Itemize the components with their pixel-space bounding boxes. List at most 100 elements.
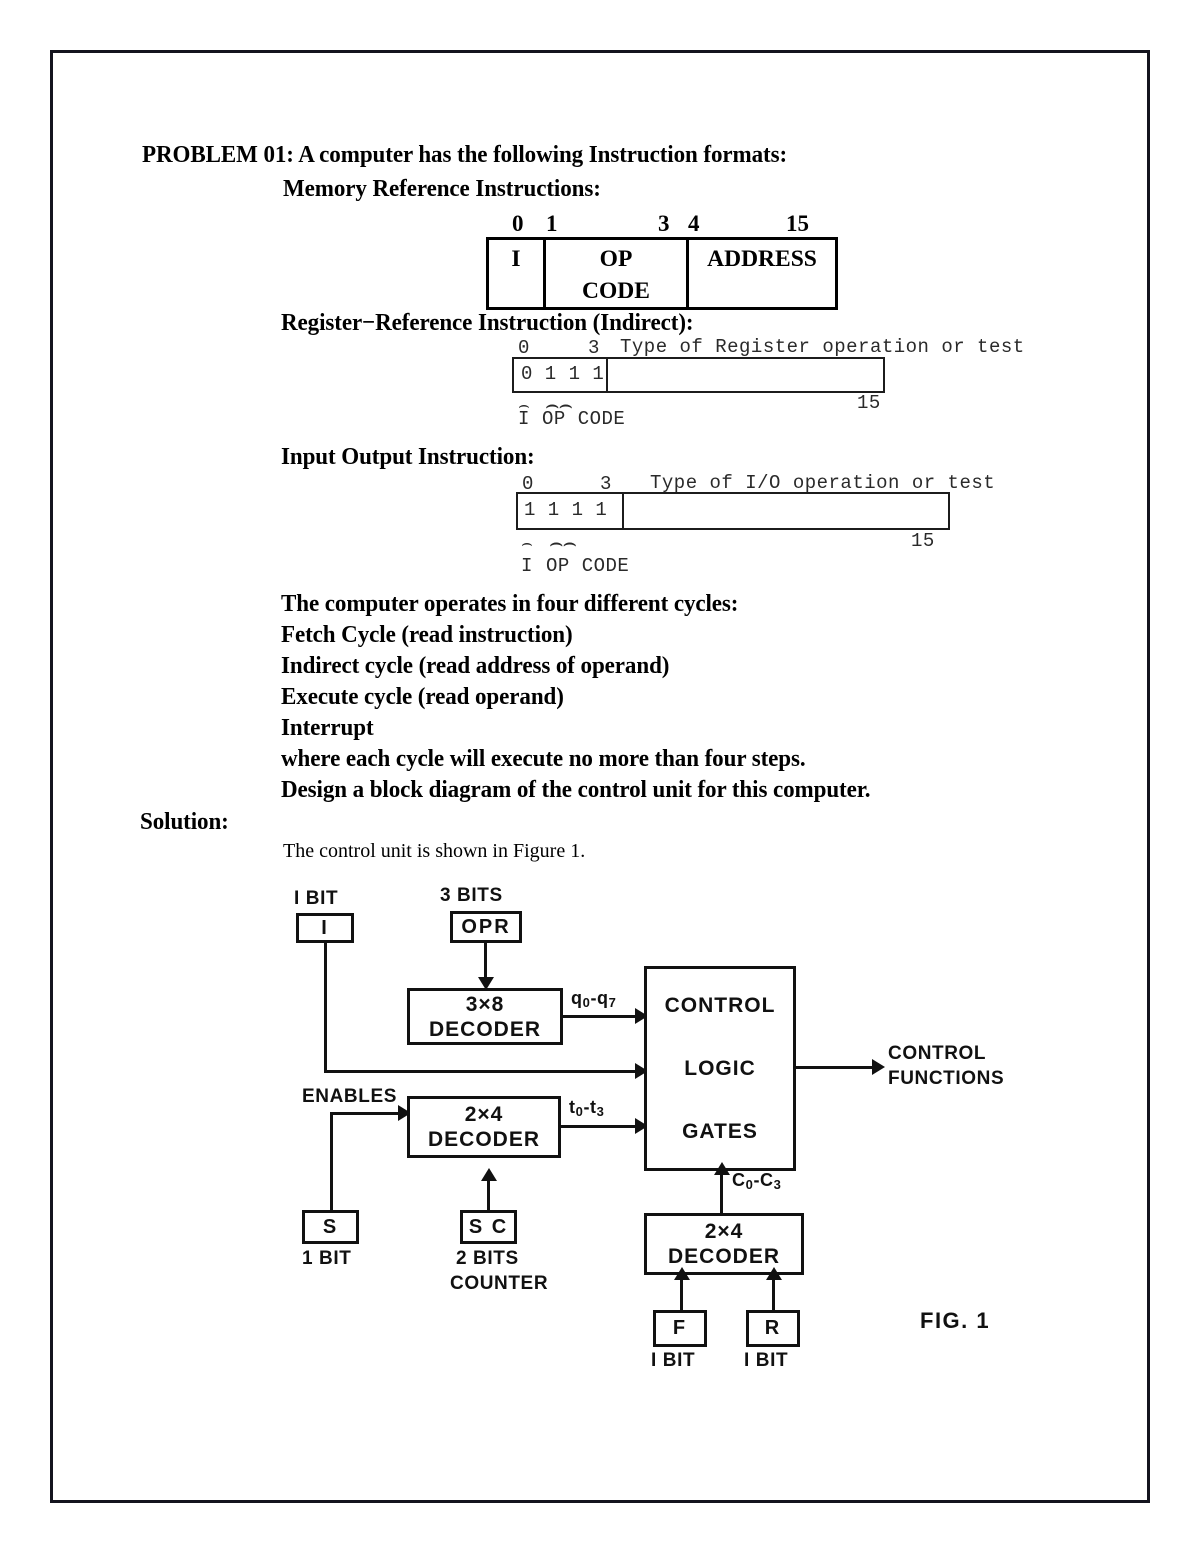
r-to-decoder-arrow-icon (766, 1267, 782, 1280)
mri-tick-1: 1 (546, 211, 558, 236)
mri-tick-3: 3 (658, 211, 670, 236)
c-bus-label: C0-C3 (732, 1170, 782, 1192)
rri-brace-opcode-icon: ⌢⌢ (545, 394, 573, 419)
mri-field-i-label: I (511, 246, 521, 272)
sc-to-decoder-wire (487, 1180, 490, 1213)
rri-tick-3: 3 (588, 337, 600, 359)
t-bus-sub-0: 0 (575, 1104, 584, 1119)
f-bits-label: I BIT (651, 1350, 696, 1371)
q-bus-base: q (571, 988, 583, 1008)
i-register-bits-label: I BIT (294, 888, 339, 909)
cycles-line-5: Interrupt (281, 714, 374, 741)
c-bus-arrow-icon (714, 1162, 730, 1175)
solution-label: Solution: (140, 808, 229, 835)
s-register-label: S (322, 1215, 339, 1238)
ioi-legend-opcode: OP CODE (546, 555, 630, 577)
decoder-2x4-left-label-1: 2×4 (464, 1103, 504, 1126)
cycles-line-4: Execute cycle (read operand) (281, 683, 564, 710)
q-bus-mid: -q (590, 988, 609, 1008)
i-register-wire-down (324, 943, 327, 1073)
control-functions-label-1: CONTROL (888, 1043, 987, 1064)
sc-register-block: S C (460, 1210, 517, 1244)
cycles-line-2: Fetch Cycle (read instruction) (281, 621, 573, 648)
control-logic-label-3: GATES (682, 1120, 758, 1143)
s-register-block: S (302, 1210, 359, 1244)
ioi-legend-i: I (521, 555, 533, 577)
decoder-2x4-left-block: 2×4 DECODER (407, 1096, 561, 1158)
decoder-2x4-bottom-label-1: 2×4 (704, 1220, 744, 1243)
f-register-block: F (653, 1310, 707, 1347)
mri-field-address: ADDRESS (689, 240, 835, 307)
figure-caption: The control unit is shown in Figure 1. (283, 840, 586, 862)
opr-register-bits-label: 3 BITS (440, 885, 503, 906)
f-to-decoder-arrow-icon (674, 1267, 690, 1280)
control-functions-label-2: FUNCTIONS (888, 1068, 1005, 1089)
opr-to-decoder-wire (484, 943, 487, 981)
page-border (50, 50, 1150, 1503)
c-bus-wire (720, 1171, 723, 1214)
i-register-block: I (296, 913, 354, 943)
decoder-2x4-bottom-block: 2×4 DECODER (644, 1213, 804, 1275)
r-register-label: R (764, 1317, 782, 1339)
problem-heading: PROBLEM 01: A computer has the following… (142, 141, 788, 168)
rri-format-box (512, 357, 885, 393)
decoder-3x8-output-wire (563, 1015, 644, 1018)
cycles-line-3: Indirect cycle (read address of operand) (281, 652, 670, 679)
mri-tick-0: 0 (512, 211, 524, 236)
q-bus-label: q0-q7 (571, 988, 617, 1010)
rri-opcode-bits: 0 1 1 1 (521, 363, 605, 385)
ioi-brace-opcode-icon: ⌢⌢ (549, 532, 577, 557)
mri-field-address-label: ADDRESS (707, 246, 817, 272)
ioi-opcode-bits: 1 1 1 1 (524, 499, 608, 521)
ioi-caption: Type of I/O operation or test (650, 472, 996, 494)
cycles-line-1: The computer operates in four different … (281, 590, 739, 617)
ioi-heading: Input Output Instruction: (281, 443, 535, 470)
sc-bits-label-2: COUNTER (450, 1273, 549, 1294)
ioi-field-divider (622, 492, 624, 530)
s-bits-label: 1 BIT (302, 1248, 352, 1269)
c-bus-sub-0: 0 (745, 1177, 754, 1192)
mri-field-i: I (489, 240, 546, 307)
cycles-line-7: Design a block diagram of the control un… (281, 776, 871, 803)
ioi-tick-15: 15 (911, 530, 935, 552)
s-register-wire-up (330, 1112, 333, 1212)
f-register-label: F (672, 1317, 688, 1339)
decoder-3x8-label-2: DECODER (428, 1017, 541, 1041)
f-to-decoder-wire (680, 1275, 683, 1313)
t-bus-sub-3: 3 (596, 1104, 605, 1119)
r-register-block: R (746, 1310, 800, 1347)
decoder-2x4-left-label-2: DECODER (427, 1128, 540, 1151)
rri-tick-15: 15 (857, 392, 881, 414)
rri-legend-i: I (518, 408, 530, 430)
q-bus-sub-7: 7 (608, 995, 617, 1010)
rri-heading: Register−Reference Instruction (Indirect… (281, 309, 694, 336)
t-bus-base: t (569, 1097, 576, 1117)
control-functions-arrow-icon (872, 1059, 885, 1075)
enables-label: ENABLES (302, 1086, 397, 1107)
r-to-decoder-wire (772, 1275, 775, 1313)
decoder-3x8-block: 3×8 DECODER (407, 988, 563, 1045)
i-register-wire-right (324, 1070, 644, 1073)
opr-register-block: OPR (450, 911, 522, 943)
rri-caption: Type of Register operation or test (620, 336, 1025, 358)
rri-brace-i-icon: ⌢ (518, 397, 530, 417)
ioi-tick-0: 0 (522, 473, 534, 495)
control-functions-wire (796, 1066, 880, 1069)
mri-field-opcode-label-2: CODE (582, 278, 650, 304)
opr-register-label: OPR (461, 915, 511, 938)
i-register-label: I (321, 916, 329, 939)
ioi-brace-i-icon: ⌢ (521, 535, 533, 555)
control-logic-gates-block: CONTROL LOGIC GATES (644, 966, 796, 1171)
control-logic-label-2: LOGIC (684, 1057, 756, 1080)
mri-bit-ticks: 0 1 3 4 15 (486, 211, 838, 237)
mri-tick-4: 4 (688, 211, 700, 236)
opr-to-decoder-arrow-icon (478, 977, 494, 990)
decoder-3x8-label-1: 3×8 (465, 992, 505, 1016)
ioi-tick-3: 3 (600, 473, 612, 495)
t-bus-label: t0-t3 (569, 1097, 605, 1119)
rri-tick-0: 0 (518, 337, 530, 359)
r-bits-label: I BIT (744, 1350, 789, 1371)
decoder-2x4-bottom-label-2: DECODER (667, 1245, 780, 1268)
mri-field-opcode-label-1: OP (599, 246, 633, 272)
control-unit-block-diagram: I BIT I 3 BITS OPR 3×8 DECODER q 0 -q7 ENA… (280, 880, 1040, 1380)
